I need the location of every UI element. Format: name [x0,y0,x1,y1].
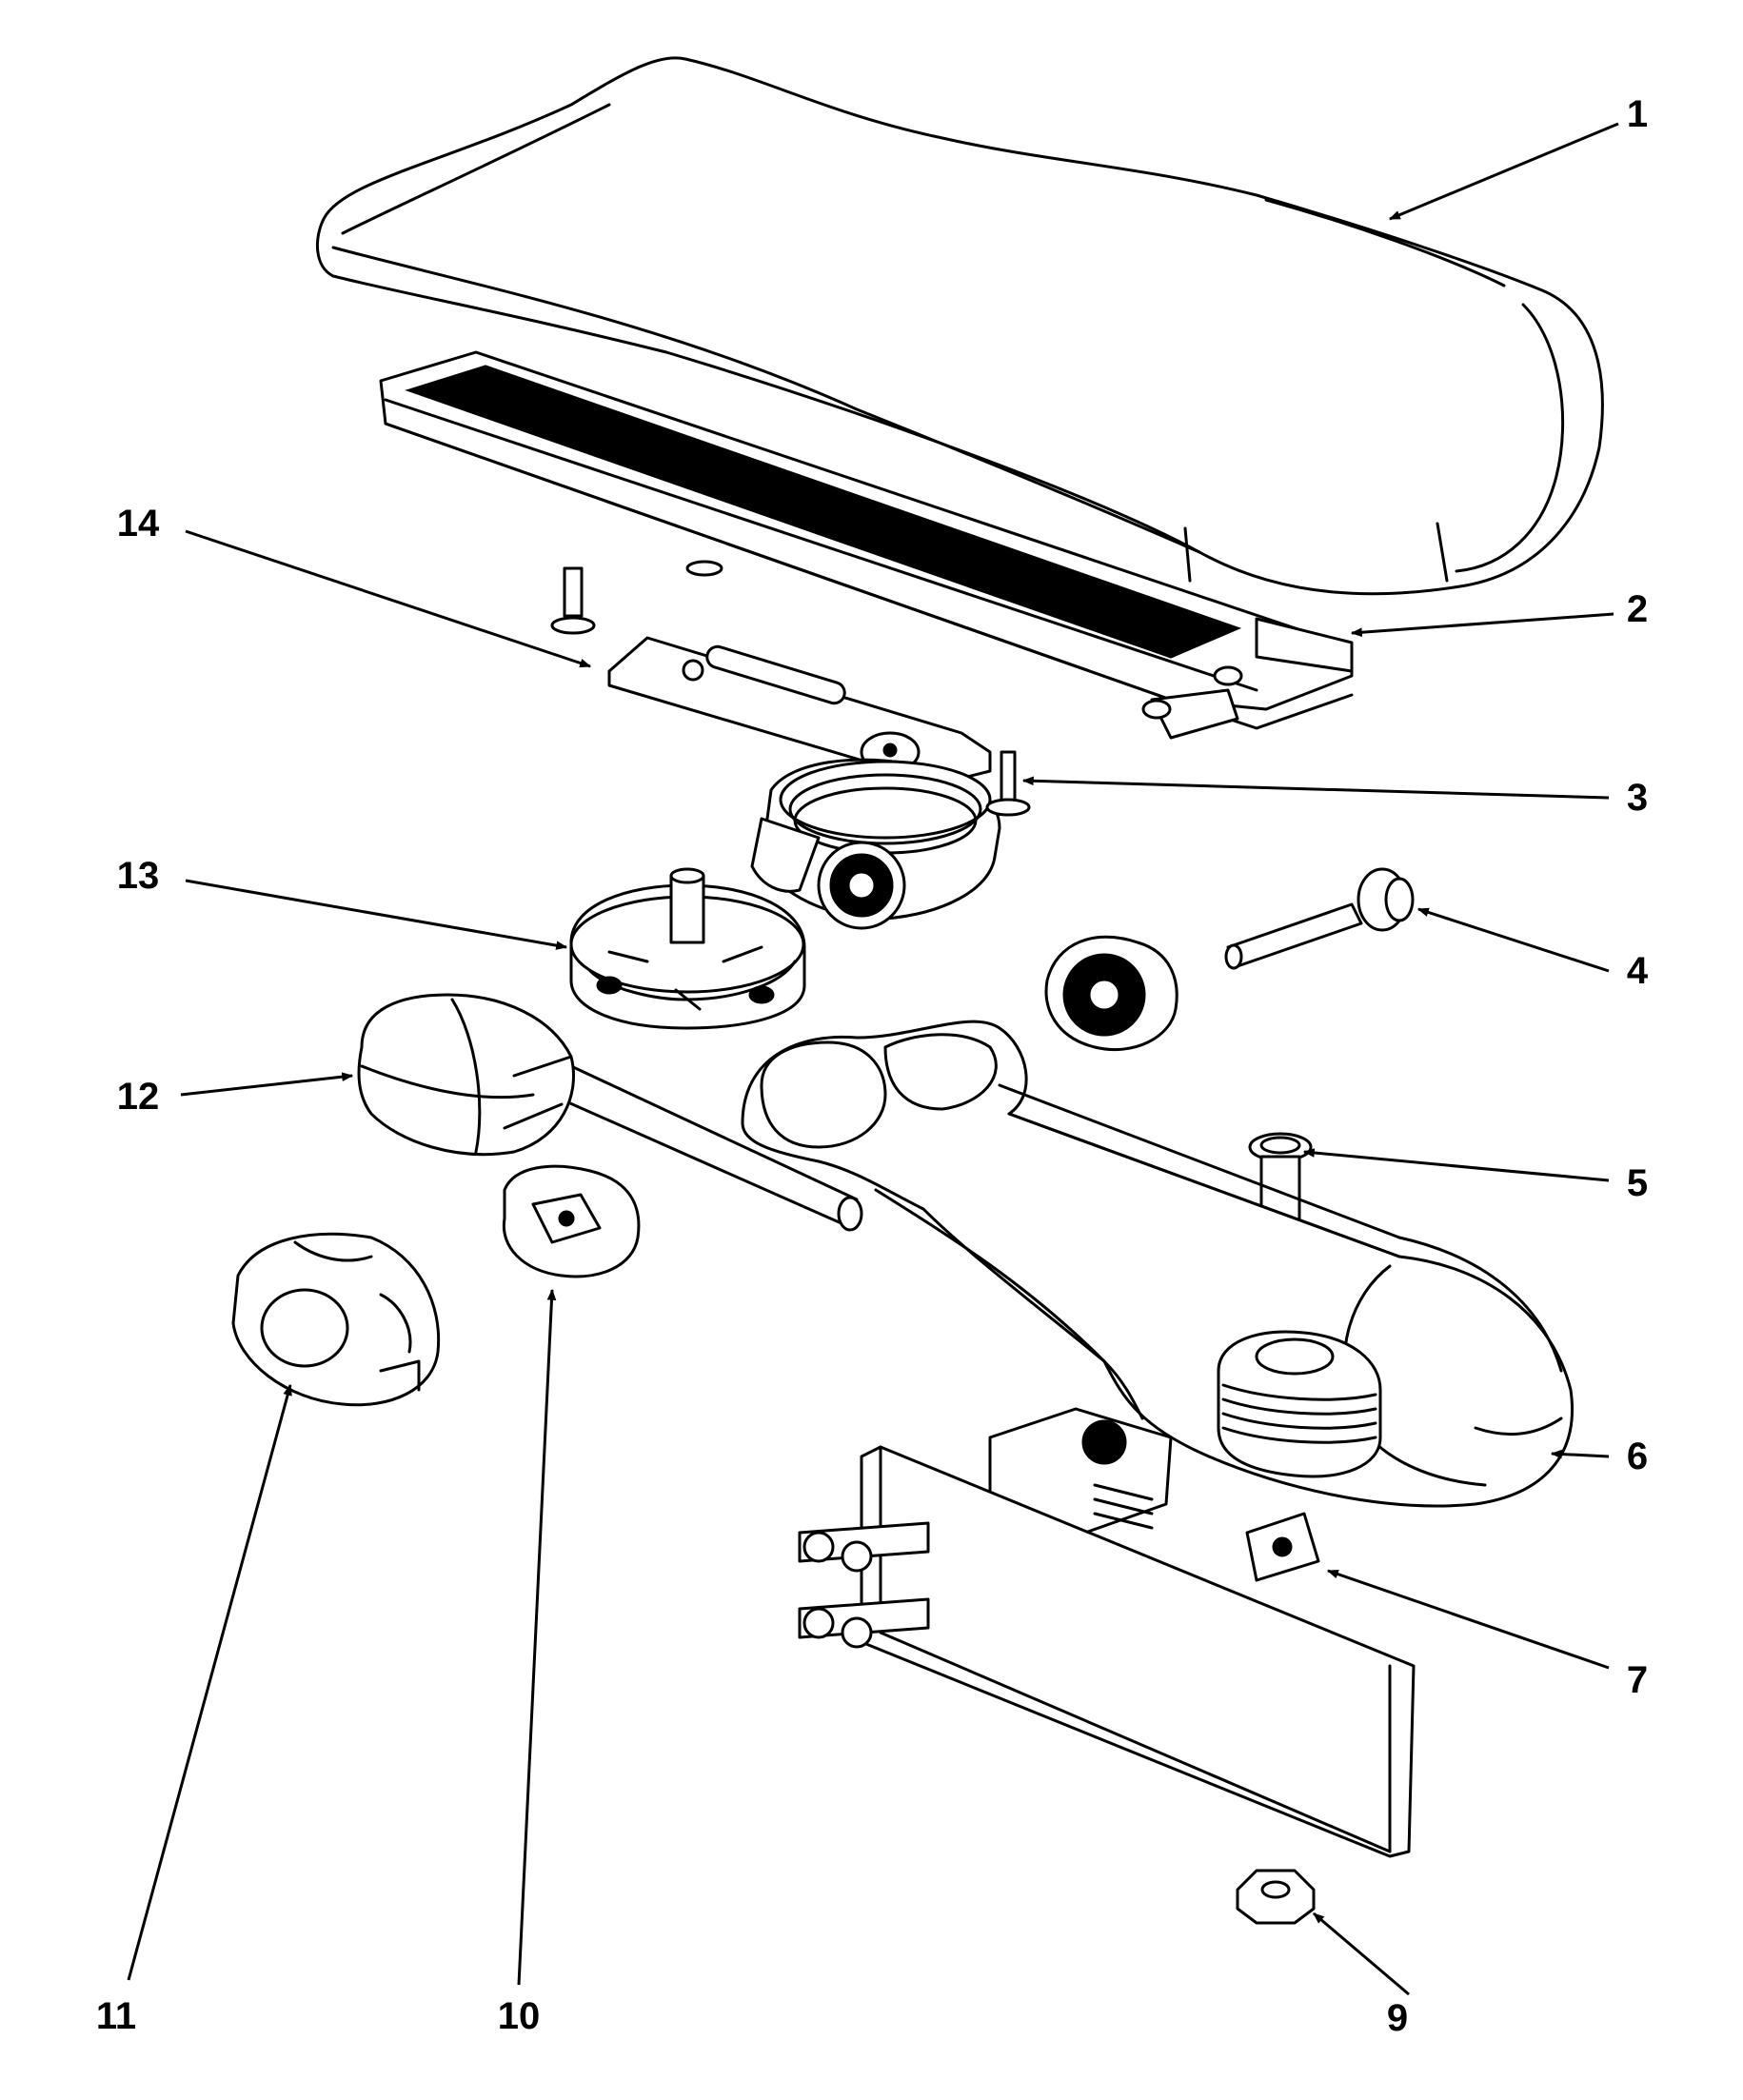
part-6-arm [741,1020,1574,1535]
callout-7: 7 [1626,1659,1649,1701]
part-13-star-knob [569,867,806,1030]
leader-7 [1326,1569,1610,1670]
callout-6: 6 [1626,1436,1649,1477]
leader-12 [180,1072,354,1097]
leader-6 [1550,1449,1610,1459]
part-12-knob-with-shaft [357,993,863,1232]
callout-13: 13 [116,855,160,897]
part-7-square-washer [1245,1512,1320,1582]
callout-5: 5 [1626,1162,1649,1204]
part-mounting-plate [798,1445,1416,1858]
part-4-bolt [1224,867,1415,970]
leader-10 [517,1288,557,1986]
part-pin-small [550,560,723,635]
leader-4 [1416,907,1610,973]
part-1-armrest-pad [315,56,1604,596]
callout-4: 4 [1626,950,1649,992]
callout-11: 11 [95,1995,137,2037]
part-hex-nut [1044,935,1179,1052]
callout-9: 9 [1386,1997,1409,2039]
leader-1 [1388,122,1619,221]
leader-11 [127,1383,292,1981]
leader-3 [1021,776,1610,800]
part-9-nut [1236,1869,1316,1925]
callout-3: 3 [1626,777,1649,819]
callout-14: 14 [116,503,160,545]
leader-14 [185,529,592,668]
part-10-square-nut [502,1164,641,1278]
callout-1: 1 [1626,93,1649,135]
leader-lines [127,122,1619,1996]
callout-12: 12 [116,1076,160,1118]
leader-9 [1313,1912,1410,1996]
part-11-round-knob [231,1232,441,1407]
callout-2: 2 [1626,588,1649,630]
leader-5 [1302,1148,1610,1182]
part-3-bracket-assembly [750,750,1031,930]
part-2-rail [379,350,1354,740]
callout-10: 10 [497,1995,541,2037]
leader-13 [185,879,568,950]
part-14-slotted-plate [607,636,992,783]
leader-2 [1350,612,1614,638]
